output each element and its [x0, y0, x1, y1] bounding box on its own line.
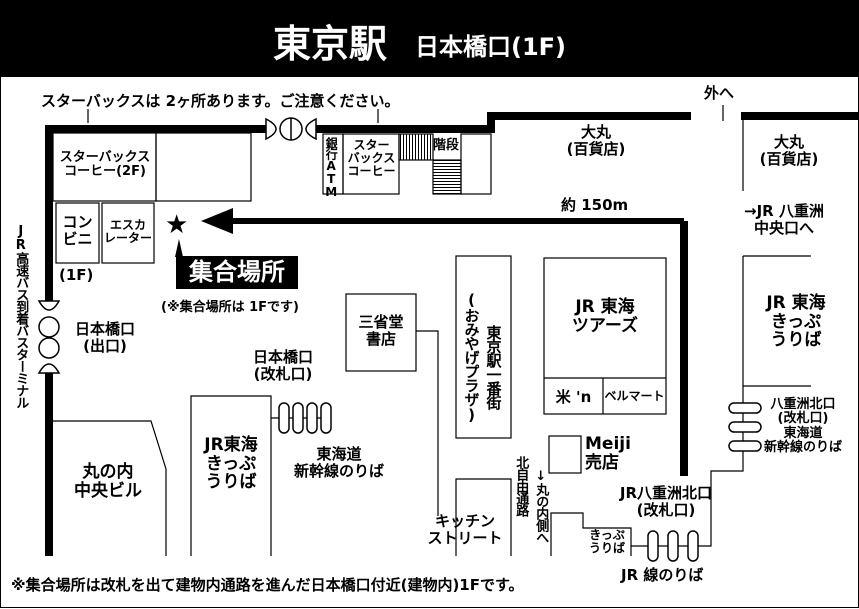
bus-terminal: JR高速バス到着バスターミナル: [13, 224, 29, 408]
door-top: [265, 117, 317, 141]
walls: [45, 112, 859, 556]
marunouchi-building: 丸の内中央ビル: [74, 462, 142, 501]
starbucks-2f: スターバックスコーヒー(2F): [59, 150, 151, 180]
distance-label: 約 150m: [561, 196, 629, 214]
tokaido-left: 東海道新幹線のりば: [293, 445, 384, 480]
jr-central-ticket-right: JR 東海きっぷうりば: [766, 293, 826, 351]
komen: 米 'n: [555, 388, 592, 406]
conbini-floor: (1F): [59, 266, 94, 284]
yaesu-north-gate: JR八重洲北口(改札口): [619, 484, 713, 519]
bellmart: ベルマート: [604, 389, 665, 403]
arrow-head: [201, 208, 233, 234]
exit-subtitle: 日本橋口(1F): [415, 33, 567, 61]
yaesu-central: →JR 八重洲中央口へ: [744, 202, 824, 237]
ichibangai: 東京駅一番街: [484, 324, 503, 409]
conbini: コンビニ: [62, 213, 93, 248]
escalator: エスカレーター: [103, 218, 152, 246]
to-outside: 外へ: [704, 84, 735, 102]
star-icon: ★: [165, 210, 188, 240]
nihonbashi-gate: 日本橋口(改札口): [252, 348, 313, 383]
nihonbashi-exit: 日本橋口(出口): [74, 320, 135, 355]
jr-lines: JR 線のりば: [621, 566, 704, 584]
door-left: [37, 300, 61, 374]
sanseido: 三省堂書店: [358, 313, 404, 348]
kitchen-street: キッチンストリート: [427, 512, 503, 547]
omiyage-plaza: (おみやげプラザ): [462, 290, 481, 423]
jr-central-tours: JR 東海ツアーズ: [571, 297, 639, 336]
shop-outlines: [52, 116, 811, 556]
starbucks-shop: スターバックスコーヒー: [347, 138, 396, 179]
starbucks-notice: スターバックスは 2ヶ所あります。ご注意ください。: [41, 92, 400, 110]
gates: [278, 402, 762, 562]
ticket-small: きっぷうりば: [588, 528, 625, 556]
meeting-point-label: 集合場所: [176, 256, 298, 289]
yaesu-north-right: 八重洲北口(改札口)東海道新幹線のりば: [763, 397, 842, 455]
map-header: 東京駅 日本橋口(1F): [1, 1, 859, 77]
bank-atm: 銀行ATM: [324, 137, 339, 198]
station-title: 東京駅: [273, 22, 388, 66]
north-passage: 北自由通路: [513, 456, 529, 516]
daimaru-right: 大丸(百貨店): [759, 133, 819, 168]
bottom-notice: ※集合場所は改札を出て建物内通路を進んだ日本橋口付近(建物内)1Fです。: [11, 576, 524, 594]
daimaru-left: 大丸(百貨店): [566, 123, 626, 158]
stairs: 階段: [433, 138, 460, 153]
pointer-arrows: [87, 105, 724, 123]
to-marunouchi: ↓丸の内側へ: [533, 469, 549, 543]
meeting-note: (※集合場所は 1Fです): [161, 300, 299, 315]
jr-central-ticket-left: JR東海きっぷうりば: [204, 435, 258, 493]
